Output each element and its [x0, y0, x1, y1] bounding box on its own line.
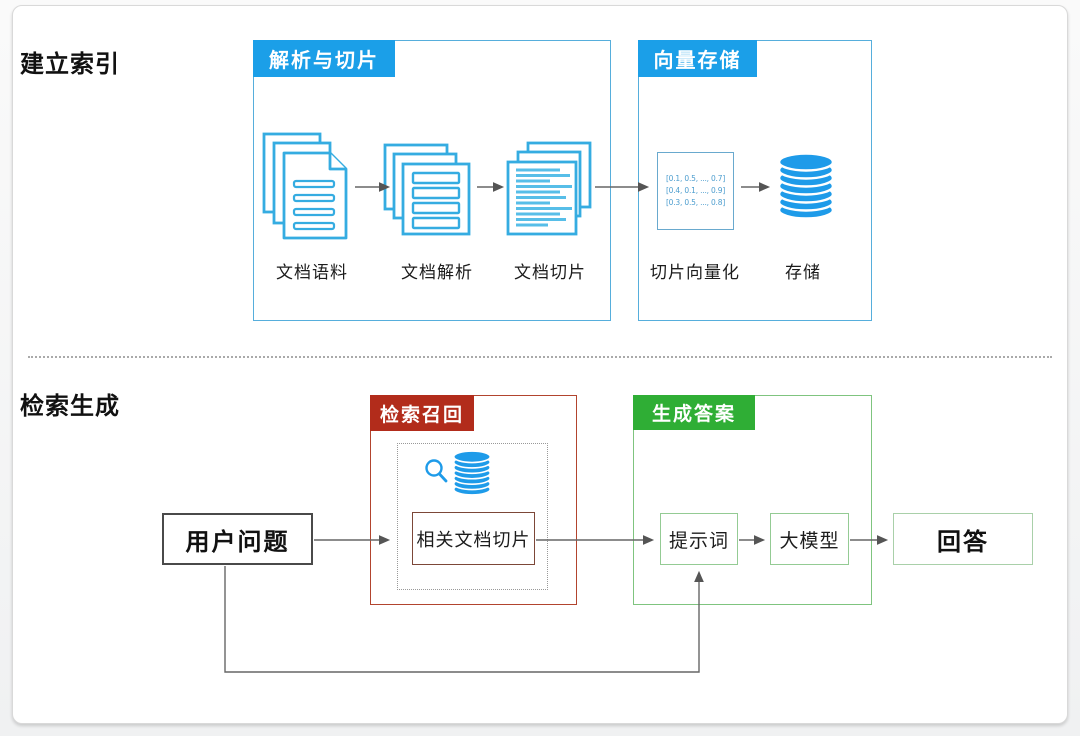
vector-line-2: [0.4, 0.1, ..., 0.9]: [665, 186, 726, 195]
generate-answer-panel-title: 生成答案: [633, 395, 755, 430]
answer-node: 回答: [893, 513, 1033, 565]
document-slices-icon: [500, 141, 592, 238]
prompt-node: 提示词: [660, 513, 738, 565]
llm-node: 大模型: [770, 513, 849, 565]
retrieval-recall-panel-title: 检索召回: [370, 395, 474, 431]
search-icon: [424, 458, 450, 486]
generate-answer-panel: [633, 395, 872, 605]
database-icon: [776, 152, 836, 220]
parse-slice-panel-title: 解析与切片: [253, 40, 395, 77]
document-parse-label: 文档解析: [401, 263, 473, 282]
database-small-icon: [451, 450, 493, 496]
vectorize-label: 切片向量化: [650, 263, 740, 282]
user-question-node: 用户问题: [162, 513, 313, 565]
arrow-question-to-prompt-feedback: [224, 566, 704, 673]
vector-line-3: [0.3, 0.5, ..., 0.8]: [665, 198, 726, 207]
vector-line-1: [0.1, 0.5, ..., 0.7]: [665, 174, 726, 183]
document-corpus-label: 文档语料: [276, 263, 348, 282]
vector-storage-panel-title: 向量存储: [638, 40, 757, 77]
retrieval-generation-heading: 检索生成: [20, 393, 120, 420]
build-index-heading: 建立索引: [20, 51, 120, 78]
section-divider: [28, 356, 1052, 358]
document-slices-label: 文档切片: [514, 263, 586, 282]
relevant-chunks-node: 相关文档切片: [412, 512, 535, 565]
document-parse-icon: [383, 143, 475, 238]
document-corpus-icon: [262, 132, 352, 242]
vector-matrix-box: [0.1, 0.5, ..., 0.7] [0.4, 0.1, ..., 0.9…: [657, 152, 734, 230]
store-label: 存储: [785, 263, 821, 282]
